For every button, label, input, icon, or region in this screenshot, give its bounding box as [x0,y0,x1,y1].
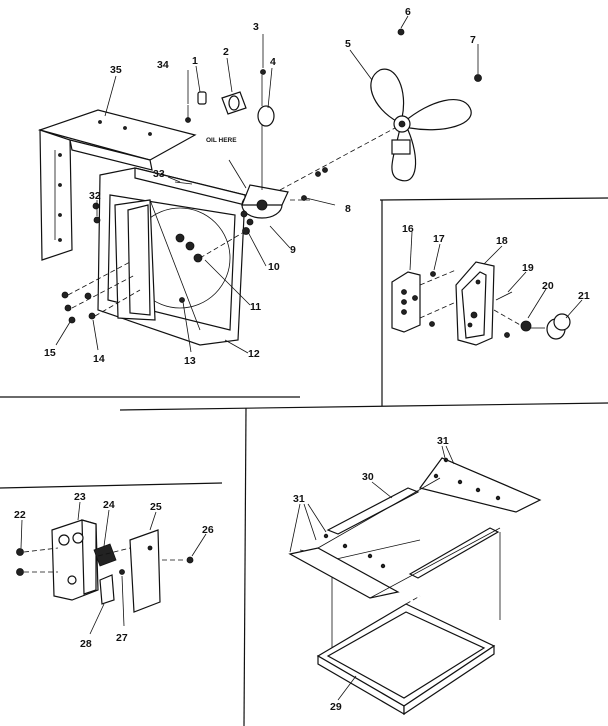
callout-5: 5 [345,38,351,50]
callout-13: 13 [184,355,196,367]
labels-top-left: 35 34 1 2 3 4 5 6 7 8 9 10 11 12 13 14 1… [44,6,476,367]
callout-12: 12 [248,348,260,360]
callout-3: 3 [253,21,259,33]
callout-6: 6 [405,6,411,18]
top-rails [288,457,542,599]
hardware-stack [61,216,141,324]
callout-7: 7 [470,34,476,46]
leaders-top-right [409,231,583,319]
callout-25: 25 [150,501,162,513]
callout-35: 35 [110,64,122,76]
callout-8: 8 [345,203,351,215]
section-dividers [0,197,608,726]
screws [92,105,193,210]
labels-bottom-left: 22 23 24 25 26 27 28 [14,491,214,650]
callout-34: 34 [157,59,169,71]
callout-16: 16 [402,223,414,235]
base-pan-29 [316,595,496,716]
callout-2: 2 [223,46,229,58]
callout-15: 15 [44,347,56,359]
callout-11: 11 [250,301,261,313]
callout-29: 29 [330,701,342,713]
callout-24: 24 [103,499,115,511]
callout-18: 18 [496,235,508,247]
leaders-bottom-left [20,501,207,635]
leaders-top-left [55,15,479,354]
callout-4: 4 [270,56,276,68]
callout-26: 26 [202,524,214,536]
callout-17: 17 [433,233,445,245]
oil-here-note: OIL HERE [206,137,237,144]
labels-bottom-right: 31 30 31 29 [293,435,449,713]
fan-shroud-assembly: 35 34 1 2 3 4 5 6 7 8 9 10 11 12 13 14 1… [37,6,482,367]
grommets [175,231,245,303]
callout-23: 23 [74,491,86,503]
leaders-bottom-right [289,445,455,701]
callout-10: 10 [268,261,280,273]
labels-top-right: 16 17 18 19 20 21 [402,223,590,302]
callout-19: 19 [522,262,534,274]
switch-assembly: 16 17 18 19 20 21 [391,223,590,346]
callout-31-left: 31 [293,493,305,505]
callout-14: 14 [93,353,105,365]
callout-21: 21 [578,290,590,302]
callout-1: 1 [192,55,198,67]
bracket-35 [37,109,197,261]
callout-20: 20 [542,280,554,292]
control-box-assembly: 22 23 24 25 26 27 28 [14,491,214,650]
callout-9: 9 [290,244,296,256]
callout-22: 22 [14,509,26,521]
motor-9 [240,118,396,235]
shroud-12 [97,167,246,346]
capacitor-parts [197,69,275,127]
callout-30: 30 [362,471,374,483]
callout-27: 27 [116,632,128,644]
callout-28: 28 [80,638,92,650]
callout-32: 32 [89,190,101,202]
callout-31-top: 31 [437,435,449,447]
fan-blade-5 [370,28,482,182]
callout-33: 33 [153,168,165,180]
cabinet-assembly: 31 30 31 29 [288,435,542,716]
